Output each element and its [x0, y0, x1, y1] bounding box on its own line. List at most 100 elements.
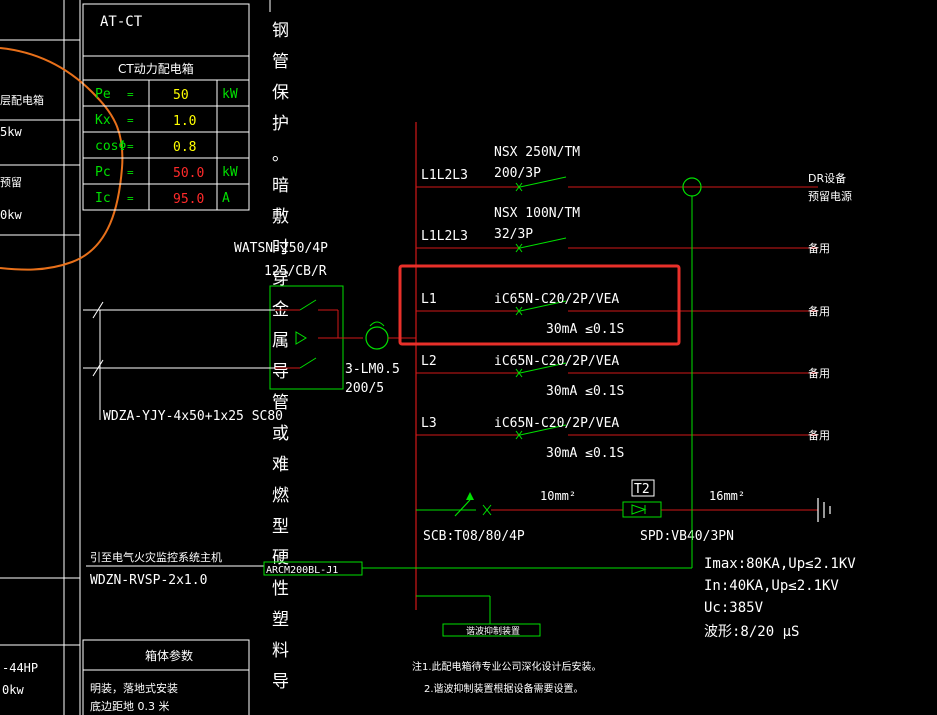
vertical-note-char: 导	[272, 362, 289, 382]
left-label-1: 层配电箱	[0, 93, 44, 107]
circuit-phase: L1L2L3	[421, 229, 468, 244]
vertical-note-char: 塑	[272, 610, 289, 630]
param-value: 0.8	[173, 140, 196, 155]
panel-name: AT-CT	[100, 14, 143, 30]
circuit-breaker: iC65N-C20/2P/VEA	[494, 354, 619, 369]
param-name: Pc	[95, 165, 111, 180]
fire-cable: WDZN-RVSP-2x1.0	[90, 573, 207, 588]
param-value: 50.0	[173, 166, 204, 181]
left-label-5: -44HP	[2, 661, 38, 675]
circuit-rcd: 30mA ≤0.1S	[546, 384, 624, 399]
fire-monitor-section: 引至电气火灾监控系统主机 WDZN-RVSP-2x1.0 ARCM200BL-J…	[86, 510, 693, 637]
circuit-load: DR设备	[808, 171, 846, 185]
meter-sub-label: 200/5	[345, 381, 384, 396]
circuit-phase: L1	[421, 292, 437, 307]
ats-sub-label: 125/CB/R	[264, 264, 327, 279]
note-2: 2.谐波抑制装置根据设备需要设置。	[424, 682, 584, 695]
vertical-note-char: 保	[272, 83, 289, 103]
param-eq: =	[127, 166, 134, 179]
circuit-breaker: NSX 100N/TM	[494, 206, 580, 221]
param-eq: =	[127, 114, 134, 127]
spd-section: 10mm² T2 16mm² SCB:T08/80/4P SPD:VB40/3P…	[416, 479, 856, 640]
vertical-note-char: 暗	[272, 176, 289, 196]
vertical-note-char: 管	[272, 393, 289, 413]
spd-tag: T2	[634, 482, 650, 497]
spd-tag-box	[631, 479, 655, 497]
circuit-row: L1 iC65N-C20/2P/VEA 30mA ≤0.1S 备用	[416, 292, 830, 337]
circuit-breaker: iC65N-C20/2P/VEA	[494, 292, 619, 307]
incoming-cable-label: WDZA-YJY-4x50+1x25 SC80	[103, 409, 283, 424]
vertical-note-char: 燃	[272, 486, 289, 506]
param-eq: =	[127, 192, 134, 205]
circuit-load: 备用	[808, 241, 830, 255]
circuit-phase: L1L2L3	[421, 168, 468, 183]
harmonic-filter-label: 谐波抑制装置	[466, 625, 520, 637]
note-1: 注1.此配电箱待专业公司深化设计后安装。	[412, 660, 602, 673]
panel-subtitle: CT动力配电箱	[118, 61, 194, 76]
param-name: cosΦ	[95, 139, 126, 154]
incoming-section: WATSN-250/4P 125/CB/R WDZA-YJY-4x50+1x25…	[83, 241, 416, 424]
circuit-rcd: 30mA ≤0.1S	[546, 446, 624, 461]
param-value: 50	[173, 88, 189, 103]
box-parameters: 箱体参数 明装，落地式安装 底边距地 0.3 米	[82, 639, 250, 715]
vertical-note-char: 时	[272, 238, 289, 258]
param-value: 1.0	[173, 114, 196, 129]
circuit-load: 备用	[808, 304, 830, 318]
meter-label: 3-LM0.5	[345, 362, 400, 377]
spd-device-box	[622, 501, 662, 518]
orange-annotation-curve	[0, 47, 124, 271]
vertical-note-char: 性	[272, 579, 289, 599]
highlight-box	[398, 264, 681, 346]
vertical-note-char: 钢	[272, 21, 289, 41]
current-transformer-icon	[365, 326, 389, 350]
left-partial-panel: 层配电箱 5kw 预留 0kw -44HP 0kw	[0, 0, 81, 715]
spd-spec-1: Imax:80KA,Up≤2.1KV	[704, 556, 856, 572]
spd-spec-2: In:40KA,Up≤2.1KV	[704, 578, 839, 594]
vertical-note-char: 敷	[272, 207, 289, 227]
spd-spec-4: 波形:8/20 μS	[704, 624, 799, 640]
fire-label: 引至电气火灾监控系统主机	[90, 550, 222, 564]
spd-wire1-label: 10mm²	[540, 489, 576, 503]
circuit-row: L3 iC65N-C20/2P/VEA 30mA ≤0.1S 备用	[416, 416, 830, 461]
spd-spec-3: Uc:385V	[704, 600, 764, 616]
param-unit: kW	[222, 165, 238, 180]
vertical-note-char: 穿	[272, 269, 289, 289]
param-unit: kW	[222, 87, 238, 102]
param-eq: =	[127, 140, 134, 153]
circuit-rating: 200/3P	[494, 166, 541, 181]
param-unit: A	[222, 191, 230, 206]
vertical-note-char: 或	[272, 424, 289, 444]
circuit-load: 备用	[808, 428, 830, 442]
left-label-3: 预留	[0, 176, 22, 189]
ats-label: WATSN-250/4P	[234, 241, 328, 256]
left-label-4: 0kw	[0, 208, 22, 222]
param-name: Kx	[95, 113, 111, 128]
circuit-breaker: NSX 250N/TM	[494, 145, 580, 160]
param-eq: =	[127, 88, 134, 101]
spd-wire2-label: 16mm²	[709, 489, 745, 503]
vertical-note-char: 护	[272, 114, 289, 134]
circuit-phase: L3	[421, 416, 437, 431]
param-name: Ic	[95, 191, 111, 206]
box-params-line2: 底边距地 0.3 米	[90, 699, 170, 713]
circuit-breaker: iC65N-C20/2P/VEA	[494, 416, 619, 431]
vertical-note-char: 型	[272, 517, 289, 537]
circuit-load-2: 预留电源	[808, 189, 852, 203]
param-name: Pe	[95, 87, 111, 102]
spd-model: SPD:VB40/3PN	[640, 529, 734, 544]
arcm-module-label: ARCM200BL-J1	[266, 565, 338, 576]
vertical-note-char: 难	[272, 455, 289, 475]
vertical-note-char: 导	[272, 672, 289, 692]
circuit-rcd: 30mA ≤0.1S	[546, 322, 624, 337]
left-label-6: 0kw	[2, 683, 24, 697]
box-params-line1: 明装，落地式安装	[90, 681, 178, 695]
vertical-note-char: 属	[272, 331, 289, 351]
vertical-note-char: 管	[272, 52, 289, 72]
